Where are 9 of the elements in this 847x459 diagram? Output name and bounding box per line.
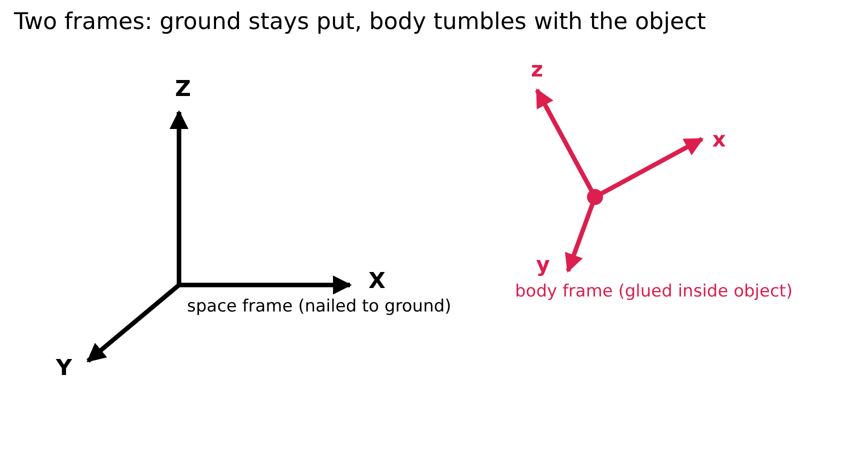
- title: Two frames: ground stays put, body tumbles with the object: [14, 10, 706, 36]
- frame-label: space frame (nailed to ground): [187, 298, 452, 316]
- axis-label: y: [536, 253, 550, 277]
- axis-label: X: [368, 270, 386, 294]
- axis-label: Y: [56, 356, 72, 382]
- frame-label: body frame (glued inside object): [515, 282, 793, 302]
- axis-label: Z: [175, 78, 191, 102]
- axis-label: x: [712, 128, 726, 152]
- axis-label: z: [530, 58, 544, 82]
